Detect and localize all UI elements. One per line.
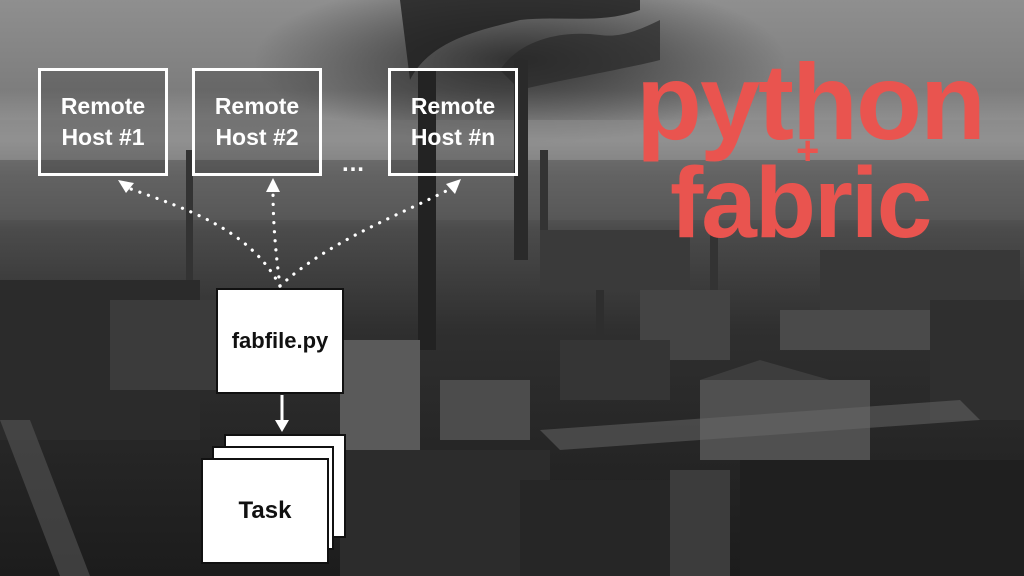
task-box: Task: [201, 458, 329, 564]
fabfile-label: fabfile.py: [231, 328, 329, 353]
link-fabfile-host1: [126, 186, 282, 288]
remote-host-n-line1: Remote: [410, 93, 496, 119]
remote-host-2-line2: Host #2: [215, 124, 299, 150]
remote-host-n-line2: Host #n: [410, 124, 496, 150]
remote-host-1-box: Remote Host #1: [38, 68, 168, 176]
remote-host-1-line1: Remote: [60, 93, 146, 119]
arrowhead-hostn: [446, 179, 461, 194]
remote-host-1-line2: Host #1: [61, 124, 145, 150]
link-fabfile-host2: [271, 188, 282, 288]
task-label: Task: [238, 497, 292, 524]
remote-host-2-box: Remote Host #2: [192, 68, 322, 176]
fabfile-box: fabfile.py: [216, 288, 344, 394]
arrowhead-host1: [118, 180, 134, 193]
arrowhead-task: [275, 420, 289, 432]
arrowhead-host2: [266, 178, 280, 192]
remote-host-n-box: Remote Host #n: [388, 68, 518, 176]
remote-host-2-line1: Remote: [214, 93, 300, 119]
brand-title-fabric: fabric: [670, 147, 932, 259]
brand-title-python: python: [636, 41, 986, 162]
link-fabfile-hostn: [278, 186, 454, 288]
brand-title-plus: +: [796, 129, 820, 173]
hosts-ellipsis: …: [341, 150, 366, 177]
